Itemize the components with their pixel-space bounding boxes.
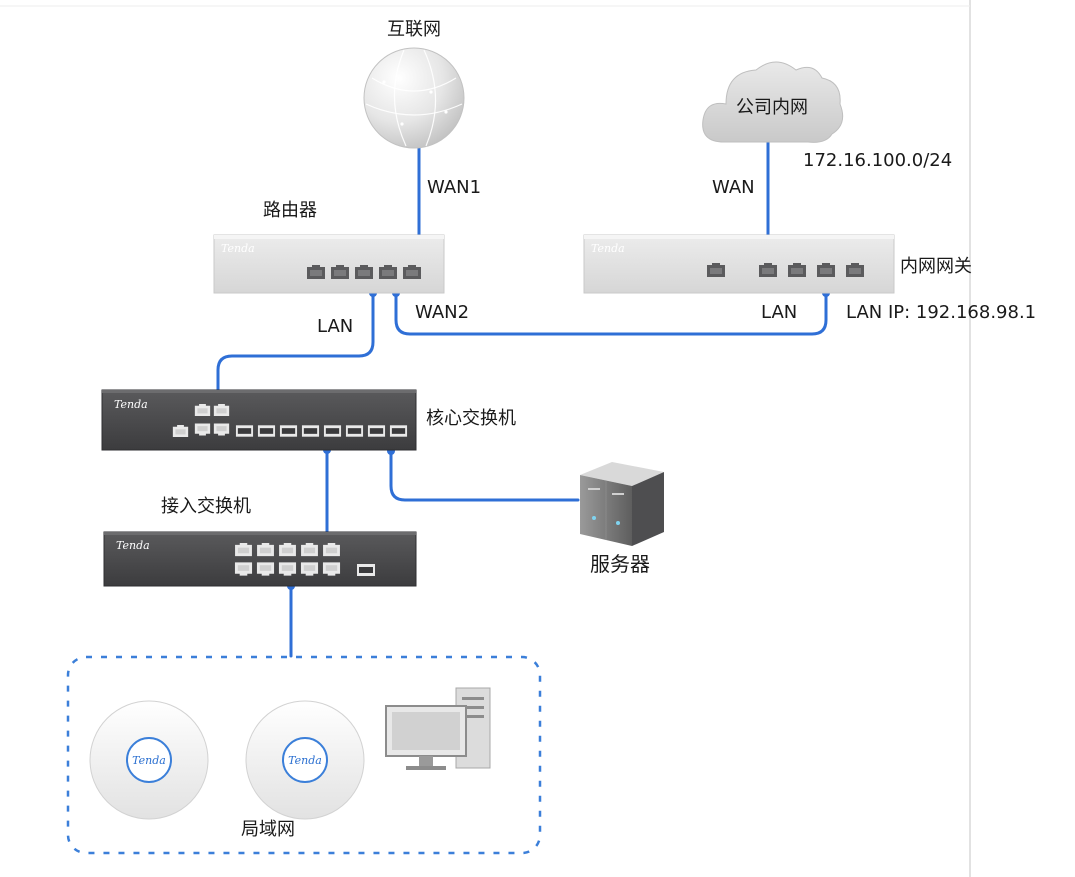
gateway-label: 内网网关 [900,256,972,277]
gateway-icon: Tenda [583,234,895,294]
access-switch-node: 接入交换机 Tenda [103,496,417,587]
link-wan2-lan [394,292,828,336]
gateway-lan-label: LAN [761,302,797,323]
internet-label: 互联网 [387,19,441,40]
ap2-brand-logo: Tenda [288,754,322,767]
access-switch-icon: Tenda [103,531,417,587]
router-brand-logo: Tenda [221,242,255,255]
lan-group-border [66,655,542,855]
cloud-icon [702,61,844,143]
intranet-label: 公司内网 [736,97,808,118]
lan-group-label: 局域网 [241,819,295,840]
router-node: 路由器 Tenda [213,200,445,294]
subnet-label: 172.16.100.0/24 [803,150,952,171]
router-label: 路由器 [263,200,317,221]
access-point-icon: Tenda [245,700,365,820]
desktop-pc-icon [385,687,491,770]
internet-node: 互联网 [363,19,465,149]
server-label: 服务器 [590,552,650,576]
wan1-label: WAN1 [427,177,481,198]
intranet-node: 公司内网 [702,61,844,143]
router-icon: Tenda [213,234,445,294]
gateway-lan-ip-label: LAN IP: 192.168.98.1 [846,302,1036,323]
ap1-brand-logo: Tenda [132,754,166,767]
core-switch-brand-logo: Tenda [114,398,148,411]
globe-icon [363,47,465,149]
server-icon [580,462,664,546]
link-router-lan [216,292,375,392]
link-core-server [389,450,580,502]
lan-group: Tenda Tenda 局域网 [66,655,542,855]
gateway-brand-logo: Tenda [591,242,625,255]
server-node: 服务器 [580,462,664,576]
router-lan-label: LAN [317,316,353,337]
core-switch-icon: Tenda [101,389,417,451]
access-switch-brand-logo: Tenda [116,539,150,552]
access-switch-label: 接入交换机 [161,496,251,517]
wan-label: WAN [712,177,755,198]
gateway-node: Tenda 内网网关 [583,234,972,294]
core-switch-label: 核心交换机 [426,408,516,429]
access-point-icon: Tenda [89,700,209,820]
links [216,138,828,658]
wan2-label: WAN2 [415,302,469,323]
core-switch-node: Tenda 核心交换机 [101,389,516,451]
